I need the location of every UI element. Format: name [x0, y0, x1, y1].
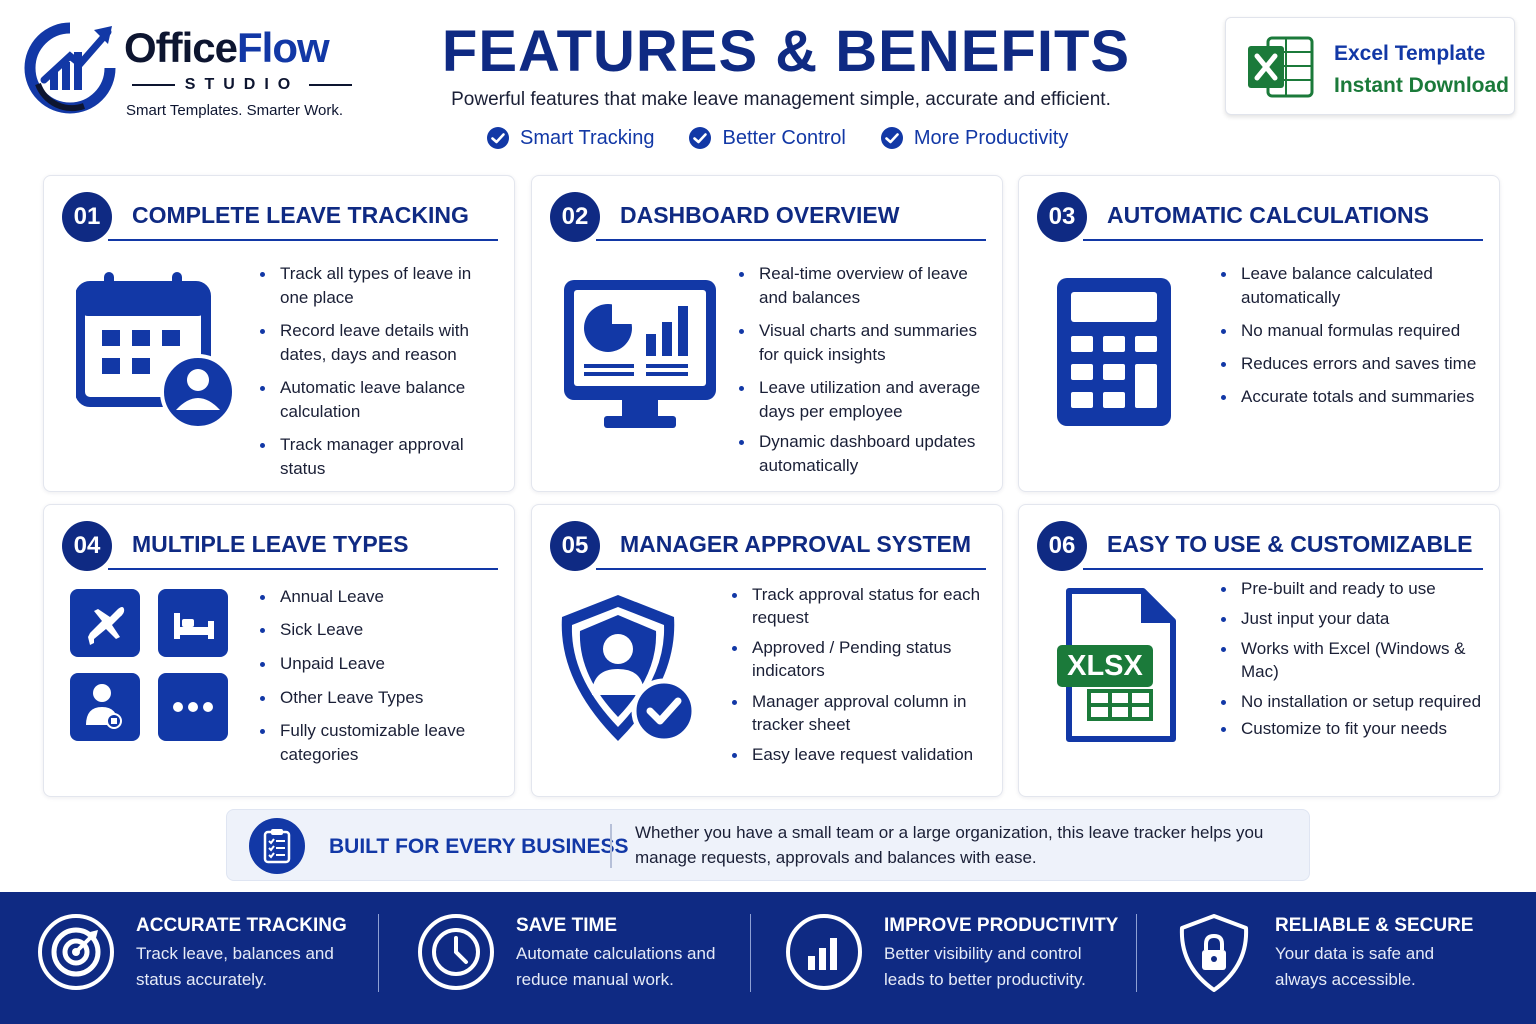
- feature-list: Pre-built and ready to use Just input yo…: [1219, 577, 1489, 740]
- benefits-footer: ACCURATE TRACKING Track leave, balances …: [0, 892, 1536, 1024]
- feature-card-easy-to-use-customizable: 06 EASY TO USE & CUSTOMIZABLE XLSX Pre-b…: [1018, 504, 1500, 797]
- list-item: Fully customizable leave categories: [258, 719, 498, 767]
- brand-tagline: Smart Templates. Smarter Work.: [126, 102, 344, 119]
- check-smart-tracking: Smart Tracking: [486, 124, 654, 152]
- list-item: Just input your data: [1219, 607, 1489, 630]
- feature-list: Annual Leave Sick Leave Unpaid Leave Oth…: [258, 585, 498, 767]
- banner-text: Whether you have a small team or a large…: [635, 823, 1264, 867]
- excel-template-badge[interactable]: Excel Template Instant Download: [1225, 17, 1515, 115]
- list-item: Track manager approval status: [258, 433, 498, 481]
- card-title: COMPLETE LEAVE TRACKING: [132, 202, 469, 228]
- list-item: Manager approval column in tracker sheet: [730, 690, 992, 736]
- list-item: No installation or setup required: [1219, 690, 1489, 713]
- list-item: Other Leave Types: [258, 686, 498, 710]
- clock-icon: [418, 914, 494, 990]
- card-title: AUTOMATIC CALCULATIONS: [1107, 202, 1429, 228]
- card-title: DASHBOARD OVERVIEW: [620, 202, 900, 228]
- list-item: Track all types of leave in one place: [258, 262, 498, 310]
- brand-studio: STUDIO: [132, 76, 353, 94]
- benefit-title: RELIABLE & SECURE: [1275, 915, 1474, 936]
- feature-list: Leave balance calculated automatically N…: [1219, 262, 1479, 409]
- card-number: 03: [1037, 192, 1087, 242]
- list-item: Leave balance calculated automatically: [1219, 262, 1479, 310]
- list-item: Real-time overview of leave and balances: [737, 262, 995, 310]
- list-item: Visual charts and summaries for quick in…: [737, 319, 995, 367]
- card-number: 06: [1037, 521, 1087, 571]
- card-title: MULTIPLE LEAVE TYPES: [132, 531, 409, 557]
- check-better-control: Better Control: [688, 124, 846, 152]
- check-more-productivity: More Productivity: [880, 124, 1068, 152]
- feature-list: Track approval status for each request A…: [730, 583, 992, 766]
- xlsx-label: XLSX: [1067, 650, 1143, 682]
- list-item: Dynamic dashboard updates automatically: [737, 430, 995, 478]
- feature-card-manager-approval-system: 05 MANAGER APPROVAL SYSTEM Track approva…: [531, 504, 1003, 797]
- feature-list: Real-time overview of leave and balances…: [737, 262, 995, 478]
- page-subtitle: Powerful features that make leave manage…: [451, 89, 1111, 110]
- highlight-checks: Smart Tracking Better Control More Produ…: [486, 124, 1068, 152]
- benefit-accurate-tracking: ACCURATE TRACKING Track leave, balances …: [0, 892, 380, 1024]
- check-circle-icon: [880, 127, 903, 149]
- list-item: Record leave details with dates, days an…: [258, 319, 498, 367]
- list-item: Unpaid Leave: [258, 652, 498, 676]
- list-item: Works with Excel (Windows & Mac): [1219, 637, 1489, 683]
- list-item: Automatic leave balance calculation: [258, 376, 498, 424]
- monitor-chart-icon: [564, 280, 716, 428]
- benefit-title: SAVE TIME: [516, 915, 617, 936]
- list-item: Sick Leave: [258, 618, 498, 642]
- header: OfficeFlow STUDIO Smart Templates. Smart…: [0, 0, 1536, 170]
- card-title: EASY TO USE & CUSTOMIZABLE: [1107, 531, 1473, 557]
- xlsx-file-icon: XLSX: [1055, 587, 1179, 747]
- banner-title: BUILT FOR EVERY BUSINESS: [329, 835, 629, 858]
- clipboard-checklist-icon: [249, 818, 305, 874]
- benefit-title: ACCURATE TRACKING: [136, 915, 347, 936]
- feature-card-dashboard-overview: 02 DASHBOARD OVERVIEW Real-time overview…: [531, 175, 1003, 492]
- feature-card-complete-leave-tracking: 01 COMPLETE LEAVE TRACKING Track all typ…: [43, 175, 515, 492]
- list-item: Accurate totals and summaries: [1219, 385, 1479, 409]
- shield-user-check-icon: [561, 595, 696, 744]
- list-item: Annual Leave: [258, 585, 498, 609]
- excel-icon: [1248, 36, 1314, 98]
- excel-template-label: Excel Template: [1334, 42, 1486, 65]
- list-item: No manual formulas required: [1219, 319, 1479, 343]
- feature-card-automatic-calculations: 03 AUTOMATIC CALCULATIONS Leave balance …: [1018, 175, 1500, 492]
- list-item: Customize to fit your needs: [1219, 717, 1489, 740]
- benefit-improve-productivity: IMPROVE PRODUCTIVITY Better visibility a…: [750, 892, 1136, 1024]
- feature-card-multiple-leave-types: 04 MULTIPLE LEAVE TYPES Annual Leave Sic…: [43, 504, 515, 797]
- brand-name: OfficeFlow: [124, 24, 330, 71]
- shield-lock-icon: [1179, 914, 1249, 992]
- list-item: Pre-built and ready to use: [1219, 577, 1489, 600]
- page-title: FEATURES & BENEFITS: [441, 19, 1131, 84]
- built-for-every-business-banner: BUILT FOR EVERY BUSINESS Whether you hav…: [226, 809, 1310, 881]
- target-icon: [38, 914, 114, 990]
- list-item: Approved / Pending status indicators: [730, 636, 992, 682]
- card-number: 04: [62, 521, 112, 571]
- brand-logo[interactable]: OfficeFlow STUDIO Smart Templates. Smart…: [24, 20, 364, 130]
- list-item: Easy leave request validation: [730, 743, 992, 766]
- bar-chart-icon: [786, 914, 862, 990]
- calculator-icon: [1057, 278, 1171, 426]
- calendar-user-icon: [76, 272, 236, 430]
- card-title: MANAGER APPROVAL SYSTEM: [620, 531, 971, 557]
- check-circle-icon: [487, 127, 509, 149]
- card-number: 01: [62, 192, 112, 242]
- feature-list: Track all types of leave in one place Re…: [258, 262, 498, 481]
- list-item: Reduces errors and saves time: [1219, 352, 1479, 376]
- list-item: Leave utilization and average days per e…: [737, 376, 995, 424]
- card-number: 02: [550, 192, 600, 242]
- list-item: Track approval status for each request: [730, 583, 992, 629]
- leave-types-icon: [70, 589, 228, 741]
- check-circle-icon: [689, 127, 712, 149]
- officeflow-logo-icon: [24, 22, 116, 114]
- card-number: 05: [550, 521, 600, 571]
- benefit-title: IMPROVE PRODUCTIVITY: [884, 915, 1119, 936]
- instant-download-label: Instant Download: [1334, 74, 1509, 97]
